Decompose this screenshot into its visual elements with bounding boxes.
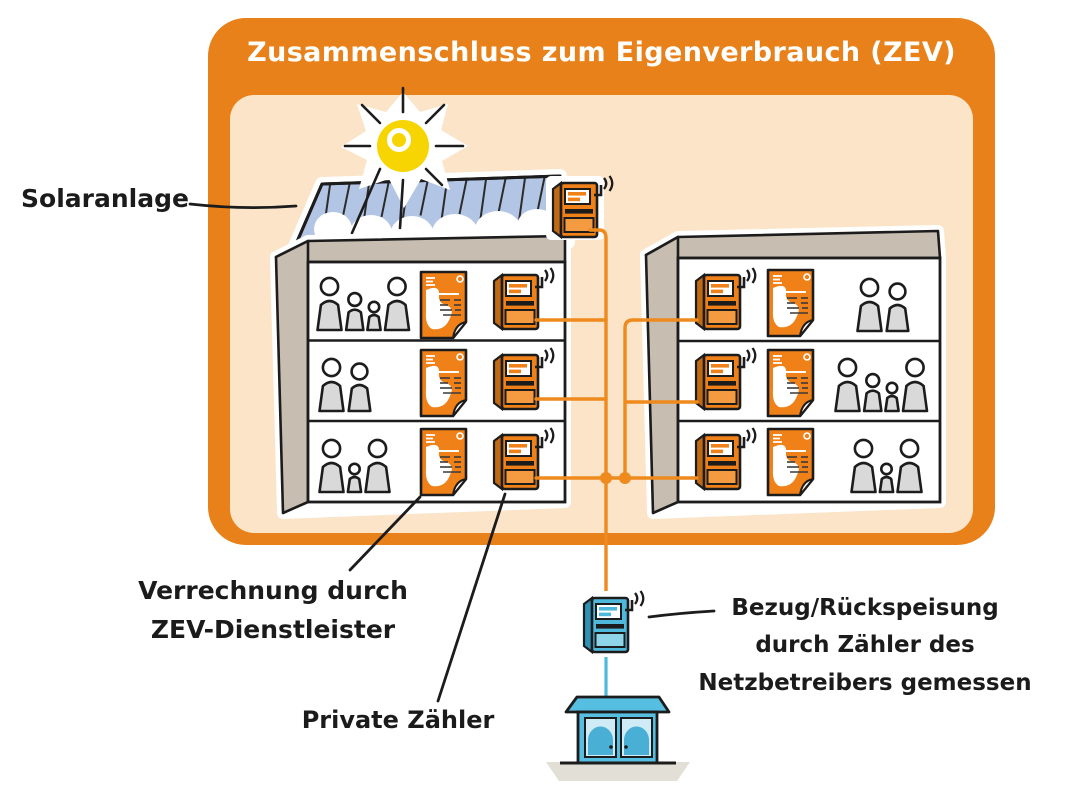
wifi-signal-icon <box>737 267 757 289</box>
person-icon <box>862 372 883 413</box>
grid-meter-icon <box>582 590 645 655</box>
wifi-signal-icon <box>737 347 757 369</box>
wifi-signal-icon <box>535 427 555 449</box>
ground-shadow <box>546 762 690 781</box>
person-icon <box>878 462 895 494</box>
invoice-icon <box>766 348 815 418</box>
invoice-icon <box>766 268 815 338</box>
label-netzbetreiber-line1: Bezug/Rückspeisung <box>731 595 999 621</box>
wire-network <box>534 228 699 599</box>
pointer-verrechnung <box>348 495 422 572</box>
label-verrechnung: Verrechnung durch ZEV-Dienstleister <box>118 572 428 650</box>
person-icon <box>856 277 883 333</box>
right-building <box>640 225 946 519</box>
smart-meter-icon <box>694 347 757 412</box>
label-netzbetreiber: Bezug/Rückspeisung durch Zähler des Netz… <box>690 590 1040 702</box>
person-icon <box>885 282 910 333</box>
smart-meter-icon <box>694 427 757 492</box>
wifi-signal-icon <box>625 590 645 612</box>
label-netzbetreiber-line3: Netzbetreibers gemessen <box>698 669 1032 696</box>
person-icon <box>318 438 345 494</box>
label-verrechnung-line2: ZEV-Dienstleister <box>150 614 396 644</box>
person-icon <box>884 381 900 413</box>
sun-icon <box>341 86 468 235</box>
person-icon <box>364 438 391 494</box>
wifi-signal-icon <box>737 427 757 449</box>
person-icon <box>383 276 411 332</box>
invoice-icon <box>419 427 468 497</box>
smart-meter-icon <box>492 427 555 492</box>
pointer-lines <box>188 202 716 703</box>
wifi-signal-icon <box>535 267 555 289</box>
pointer-netzbetreiber <box>647 609 716 619</box>
person-icon <box>896 438 923 494</box>
left-building <box>270 230 571 519</box>
person-icon <box>347 362 372 413</box>
smart-meter-icon <box>694 267 757 332</box>
label-private-zaehler: Private Zähler <box>301 706 495 734</box>
label-solaranlage: Solaranlage <box>21 184 189 213</box>
person-icon <box>344 291 365 332</box>
transformer-station-icon <box>546 695 690 781</box>
person-icon <box>346 462 363 494</box>
label-netzbetreiber-line2: durch Zähler des <box>755 632 975 659</box>
person-icon <box>318 357 345 413</box>
rooftop-meter-icon <box>551 175 614 240</box>
person-icon <box>834 357 861 413</box>
invoice-icon <box>419 348 468 418</box>
junction-dot <box>600 472 612 484</box>
smart-meter-icon <box>492 267 555 332</box>
person-icon <box>850 438 877 494</box>
person-icon <box>366 300 382 332</box>
wifi-signal-icon <box>535 347 555 369</box>
invoice-icon <box>766 427 815 497</box>
junction-dot <box>619 472 631 484</box>
pointer-private-zaehler <box>436 492 507 703</box>
diagram-title: Zusammenschluss zum Eigenverbrauch (ZEV) <box>247 37 956 68</box>
pointer-solaranlage <box>188 202 298 209</box>
label-verrechnung-line1: Verrechnung durch <box>138 576 408 605</box>
invoice-icon <box>419 270 468 340</box>
smart-meter-icon <box>492 347 555 412</box>
wifi-signal-icon <box>594 175 614 197</box>
person-icon <box>901 357 929 413</box>
person-icon <box>316 276 343 332</box>
